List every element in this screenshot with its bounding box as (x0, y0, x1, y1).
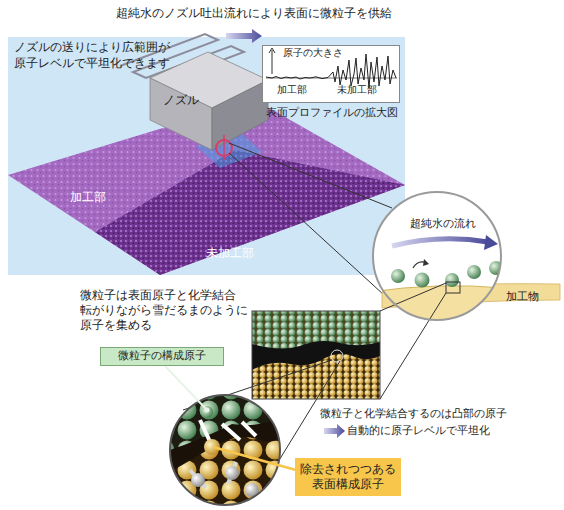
atomic-gap (252, 311, 380, 399)
node-text: ノズル (163, 93, 199, 109)
node-text: 微粒子の構成原子 (118, 349, 206, 363)
zoom-line (380, 283, 446, 311)
profile-line (266, 54, 396, 88)
workpiece (370, 286, 505, 330)
chemical-bond (242, 422, 256, 436)
result-arrow (324, 424, 345, 438)
scene-panel (8, 37, 405, 275)
zoom-line (380, 293, 446, 399)
part-name: 加工物 (506, 290, 562, 304)
scale-bar (272, 50, 273, 74)
particle-atoms (252, 311, 380, 349)
profile-inset: 原子の大きさ加工部 未加工部 (262, 45, 400, 103)
particle (445, 273, 459, 287)
note-text: 微粒子は表面原子と化学結合 転がりながら雪だるまのように 原子を集める (80, 288, 258, 333)
chemical-bond (190, 470, 206, 488)
flow-arrow (392, 239, 488, 246)
travel-arrow (226, 29, 262, 43)
zoom-marker (223, 135, 225, 160)
surface-atoms (252, 354, 380, 399)
leader-line (165, 366, 207, 410)
particle-atom (201, 406, 213, 418)
node-text: 超純水の流れ (410, 217, 476, 231)
magnifier-circle: 超純水の流れ (372, 191, 502, 321)
profile-axis (266, 78, 397, 79)
particle (467, 265, 481, 279)
note-text: 自動的に原子レベルで平坦化 (347, 424, 557, 438)
circle-outline (373, 192, 501, 320)
leader-line (213, 447, 296, 470)
rotation-arrow (423, 259, 429, 266)
node-text: 原子の大きさ (283, 47, 343, 59)
flow-arrow (484, 235, 498, 250)
nozzle-box: ノズル (152, 90, 210, 112)
scale-bar (269, 48, 275, 53)
leader-dot (205, 408, 210, 413)
nozzle-front (150, 78, 212, 150)
surface-atoms (170, 437, 280, 505)
inset-caption: 表面プロファイルの拡大図 (266, 106, 406, 120)
node-text: 未加工部 (337, 84, 377, 96)
node-text: 加工部 (277, 84, 307, 96)
particle (391, 269, 405, 283)
label-box: 除去されつつある 表面構成原子 (295, 458, 401, 496)
nozzle-side (212, 80, 268, 150)
unprocessed-surface (95, 150, 405, 275)
water-atom (225, 466, 239, 480)
zoom-line (229, 153, 396, 306)
circle-outline (372, 191, 502, 321)
diagram-title: 超純水のノズル吐出流れにより表面に微粒子を供給 (116, 6, 456, 21)
region-label: 未加工部 (206, 246, 276, 262)
particle (415, 273, 430, 288)
note-text: 微粒子と化学結合するのは凸部の原子 (320, 407, 560, 421)
node-text: 除去されつつある 表面構成原子 (295, 462, 401, 492)
zoom-frame (252, 311, 380, 399)
chemical-bond (222, 424, 240, 440)
profile-panel (262, 45, 400, 103)
label-box: 微粒子の構成原子 (100, 347, 224, 366)
water-atom (191, 473, 205, 487)
region-label: 加工部 (70, 190, 130, 206)
zoom-box (446, 282, 460, 293)
note-text: ノズルの送りにより広範囲が 原子レベルで平坦化できます (14, 40, 189, 71)
zoom-marker (331, 350, 343, 362)
